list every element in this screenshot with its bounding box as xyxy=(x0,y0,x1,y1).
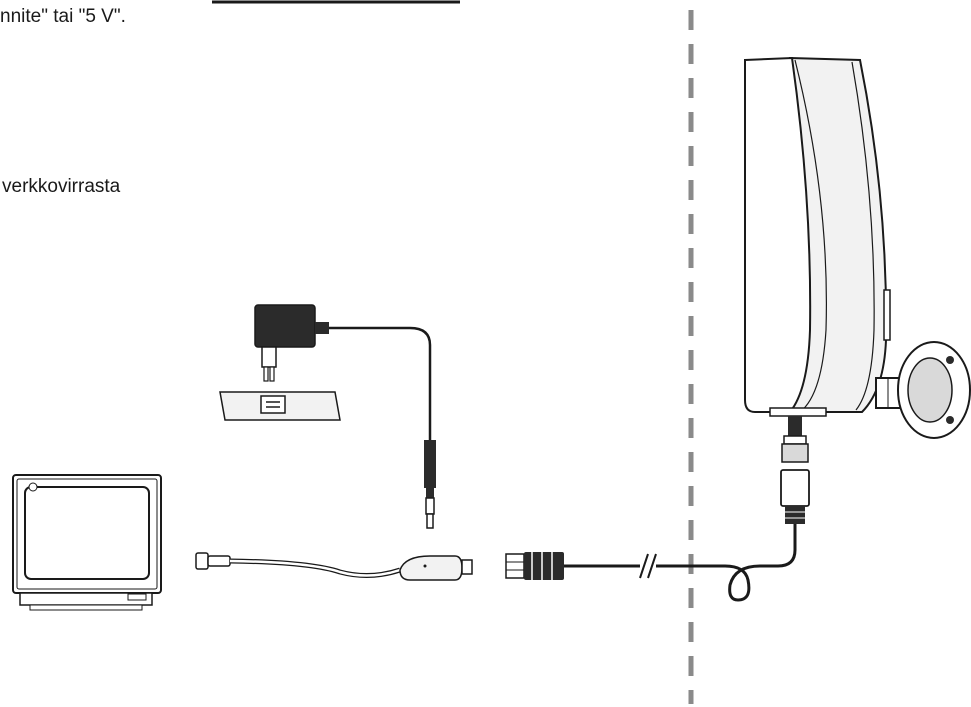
outdoor-antenna xyxy=(744,56,971,524)
antenna-coax-cable xyxy=(505,522,797,602)
power-adapter xyxy=(254,304,329,382)
power-cord xyxy=(329,326,432,440)
dc-plug xyxy=(424,440,436,529)
television xyxy=(12,474,162,611)
instruction-text-line-2: verkkovirrasta xyxy=(2,176,121,197)
coax-cable-with-power-inserter xyxy=(195,552,473,581)
wall-socket xyxy=(219,391,341,421)
instruction-text-line-1: nnite" tai "5 V". xyxy=(0,6,126,27)
